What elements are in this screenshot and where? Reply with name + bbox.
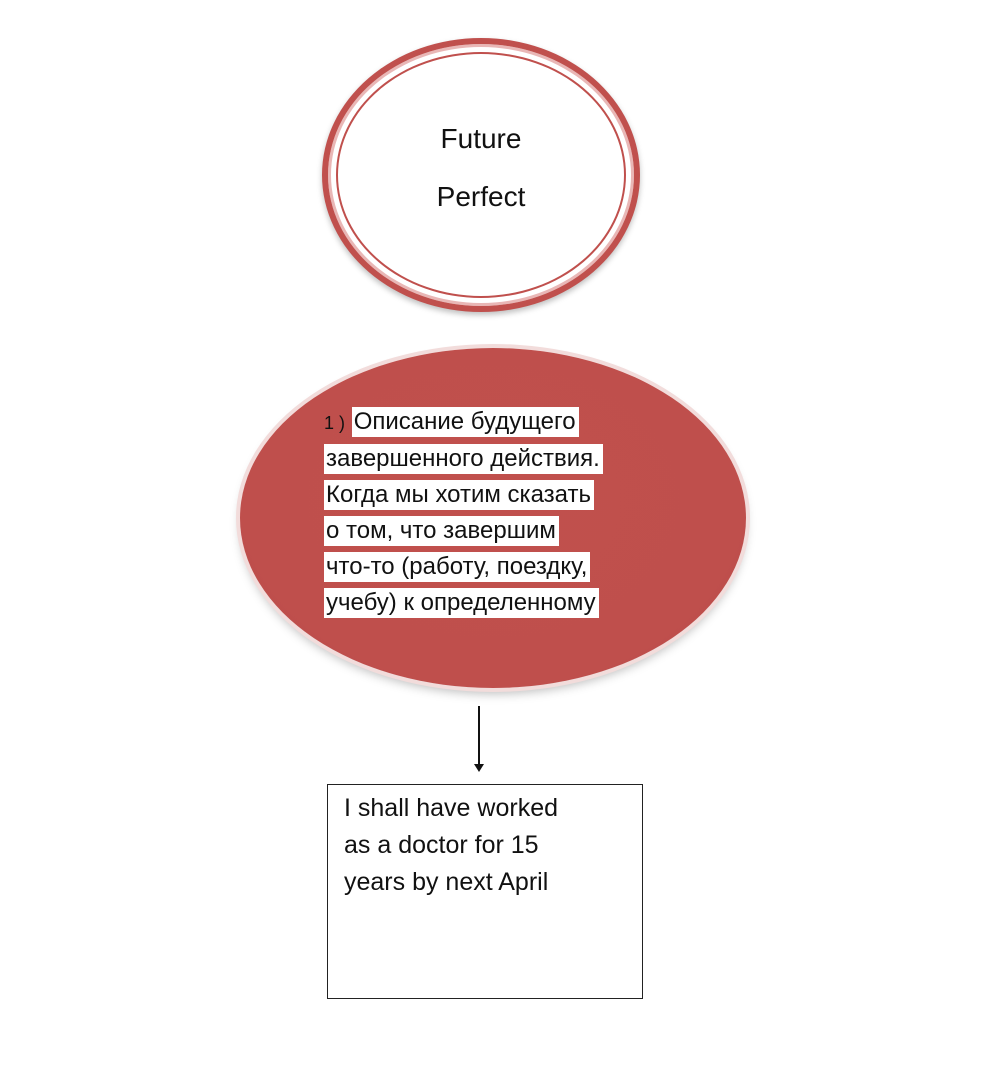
description-line-2: завершенного действия.	[324, 441, 664, 477]
example-line-3: years by next April	[344, 868, 549, 896]
description-line-5: что-то (работу, поездку,	[324, 549, 664, 585]
circle-title-line-1: Future	[440, 123, 522, 154]
description-line-3-text: Когда мы хотим сказать	[324, 480, 594, 510]
circle-title-line-2: Perfect	[436, 181, 526, 212]
description-number: 1 )	[324, 413, 346, 433]
arrow-down-icon	[474, 764, 484, 772]
description-text: 1 ) Описание будущего завершенного дейст…	[324, 404, 664, 621]
connector-arrow-line	[478, 706, 480, 770]
description-line-3: Когда мы хотим сказать	[324, 477, 664, 513]
future-perfect-circle	[322, 38, 640, 312]
description-line-5-text: что-то (работу, поездку,	[324, 552, 591, 582]
description-line-2-text: завершенного действия.	[324, 444, 603, 474]
description-line-6: учебу) к определенному	[324, 585, 664, 621]
description-line-6-text: учебу) к определенному	[324, 588, 599, 618]
description-line-1: 1 ) Описание будущего	[324, 404, 664, 441]
circle-inner-ring	[336, 52, 626, 298]
example-text: I shall have worked as a doctor for 15 y…	[344, 790, 634, 901]
example-box	[327, 784, 643, 999]
description-line-4-text: о том, что завершим	[324, 516, 559, 546]
description-line-4: о том, что завершим	[324, 513, 664, 549]
description-line-1-text: Описание будущего	[351, 407, 579, 437]
circle-title: Future Perfect	[396, 110, 566, 226]
example-line-1: I shall have worked	[344, 794, 559, 822]
example-line-2: as a doctor for 15	[344, 831, 539, 859]
